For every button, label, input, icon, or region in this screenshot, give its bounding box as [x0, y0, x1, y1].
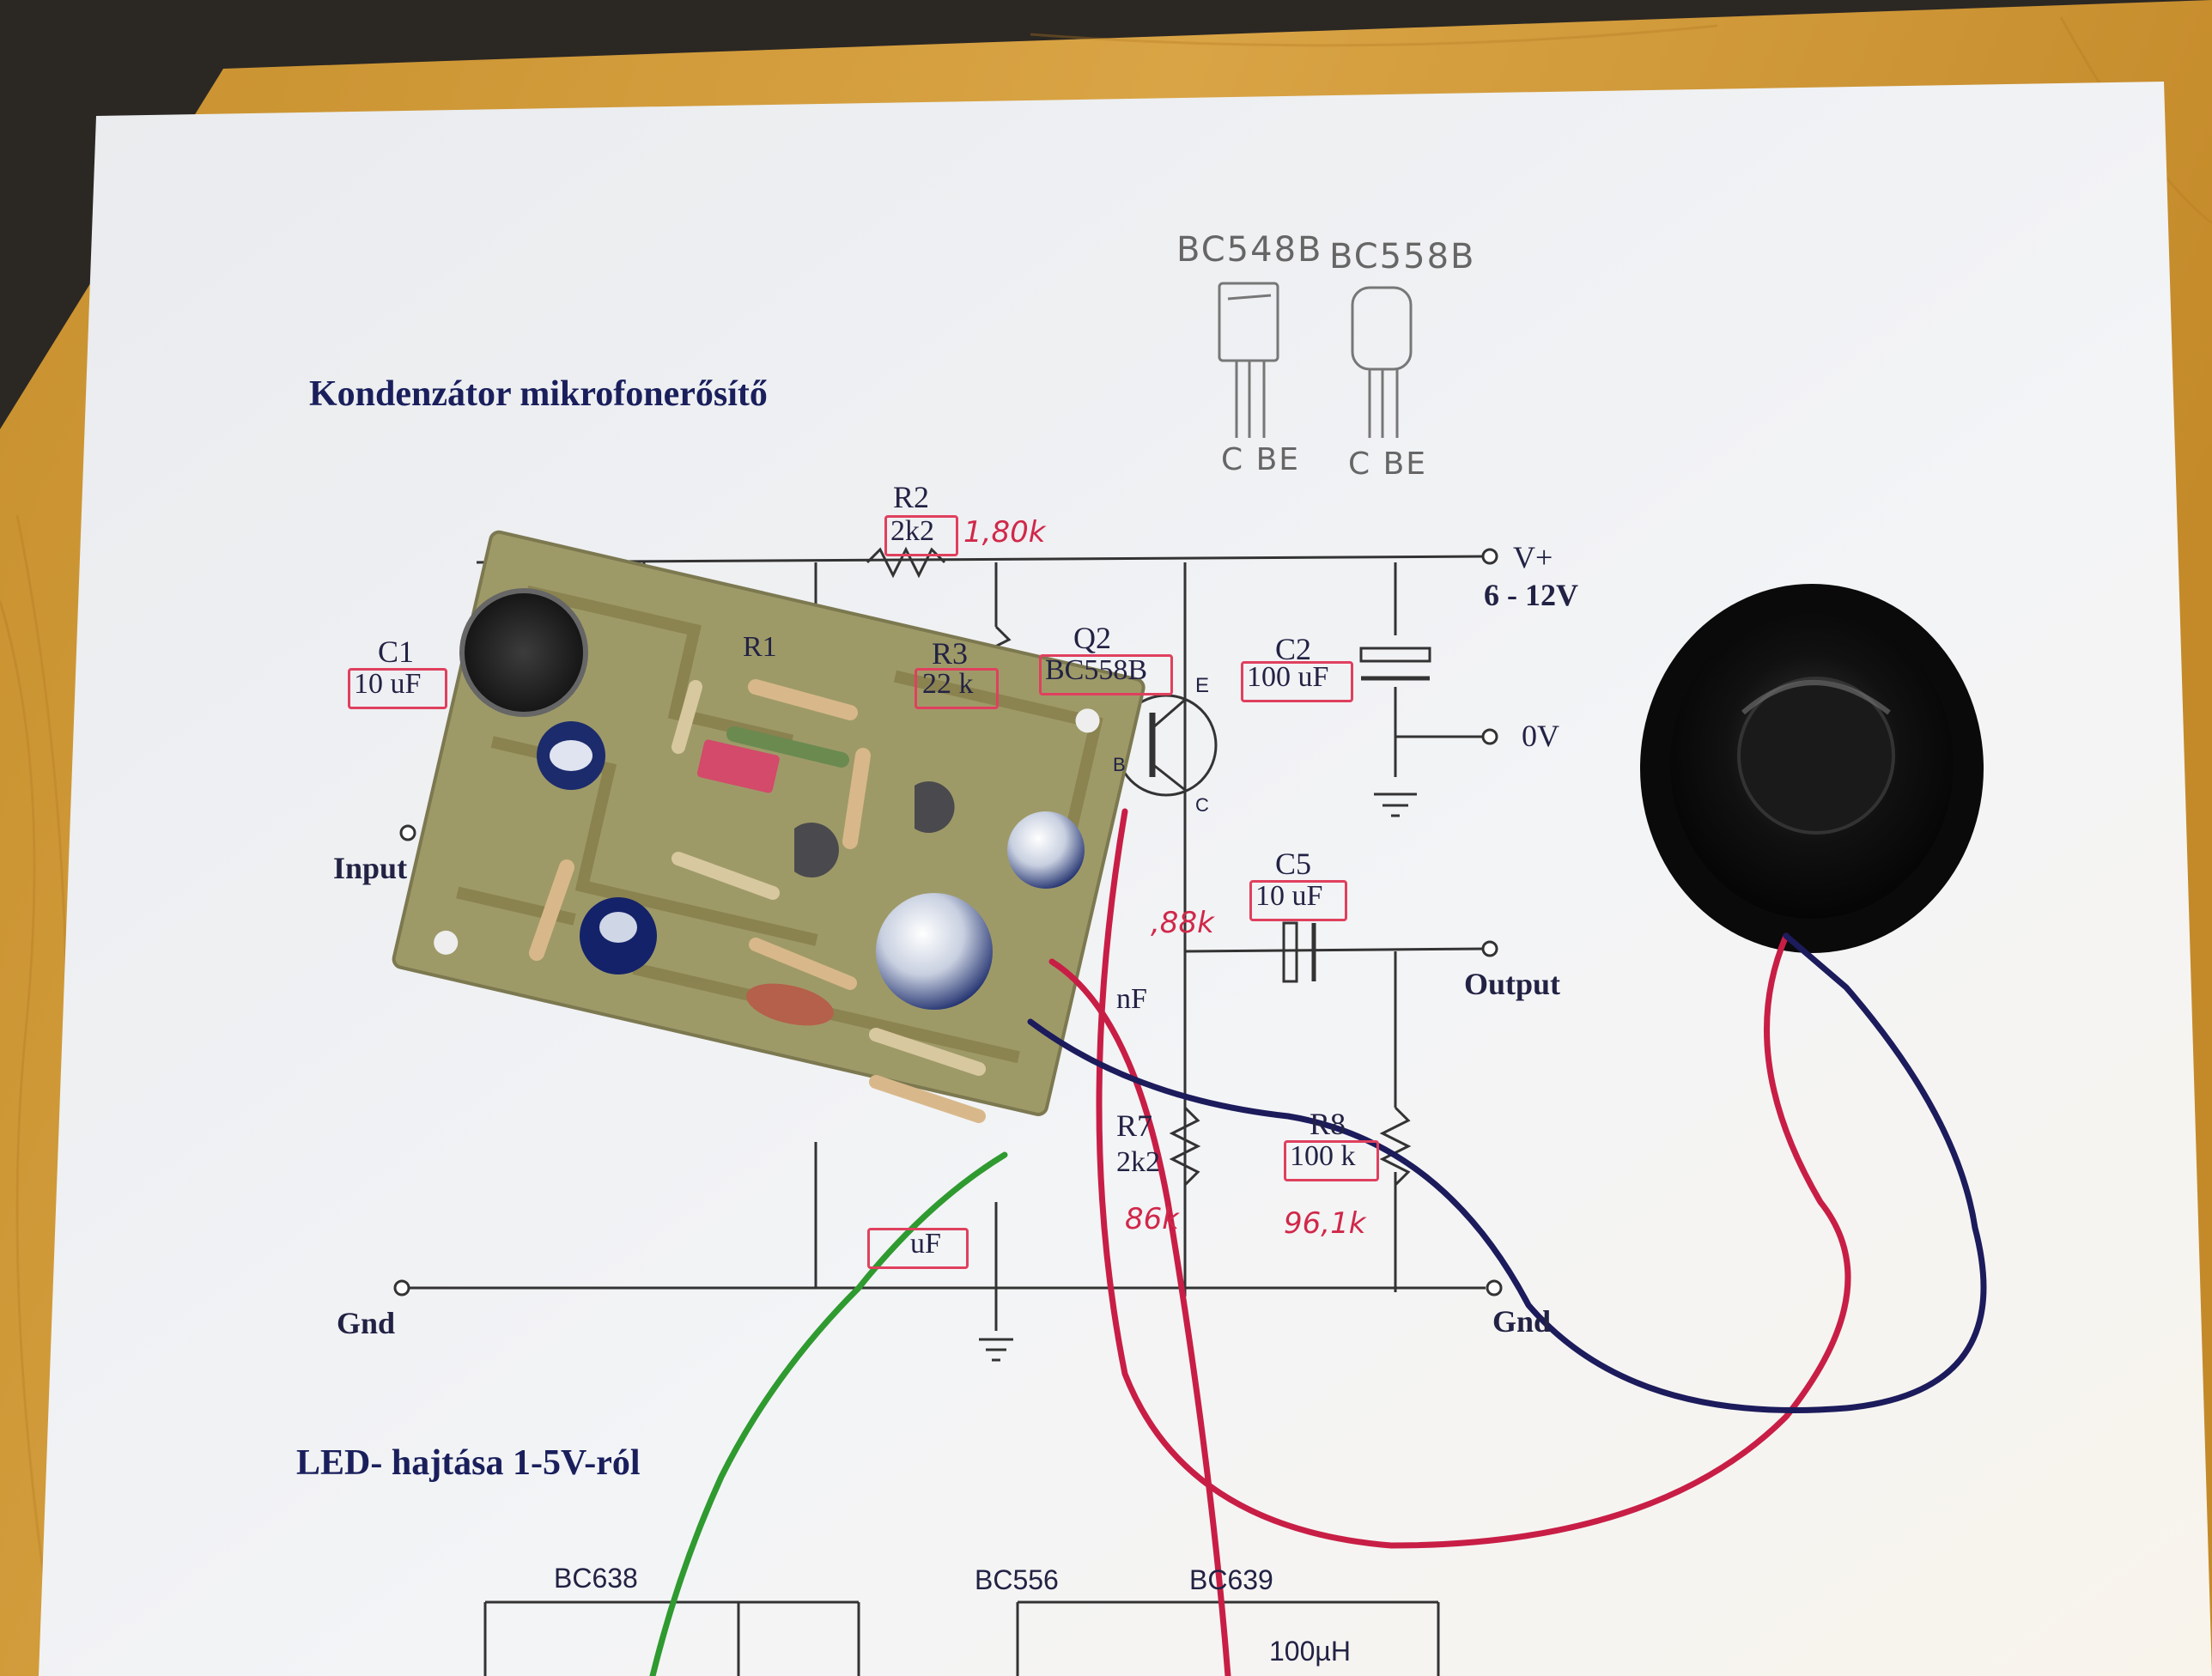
note-left-pins: C BE [1221, 442, 1301, 477]
label-gnd-left: Gnd [337, 1306, 396, 1340]
pcb-ceramic-capacitor [746, 983, 834, 1026]
label-q2: Q2 [1073, 621, 1111, 655]
red-wire-short [1048, 958, 1231, 1676]
label-r8-measured: 96,1k [1284, 1206, 1366, 1241]
label-c1: C1 [378, 635, 415, 669]
label-q2-emitter: E [1195, 674, 1210, 697]
label-input: Input [333, 851, 408, 885]
pcb-resistors [529, 679, 986, 1123]
label-gnd-right: Gnd [1492, 1304, 1552, 1339]
box-q2 [1039, 654, 1173, 695]
label-measured-mid: ,88k [1151, 906, 1214, 940]
label-vrange: 6 - 12V [1484, 578, 1578, 612]
label-c5: C5 [1275, 847, 1312, 881]
label-c5-value: 10 uF [1255, 880, 1323, 912]
title-led-drive: LED- hajtása 1-5V-ról [296, 1443, 641, 1483]
pcb-transistors [794, 781, 955, 877]
box-r8 [1284, 1140, 1379, 1181]
electret-microphone [459, 588, 588, 717]
label-q2-value: BC558B [1045, 654, 1148, 686]
box-c3 [867, 1228, 969, 1269]
label-r2-measured: 1,80k [963, 515, 1046, 550]
label-output: Output [1464, 967, 1561, 1001]
red-wire-long [1096, 808, 1851, 1549]
pcb-film-capacitor [696, 739, 780, 793]
label-r2-value: 2k2 [890, 515, 934, 547]
label-c2-value: 100 uF [1247, 661, 1329, 693]
label-r1: R1 [743, 631, 777, 663]
label-zero-v: 0V [1522, 719, 1559, 753]
title-condenser-mic-amp: Kondenzátor mikrofonerősítő [309, 374, 768, 414]
transistor-sketches [1218, 282, 1413, 438]
label-r7-measured: 86k [1125, 1202, 1179, 1236]
pcb-capacitors [537, 721, 1085, 1010]
label-inductor: 100µH [1269, 1636, 1351, 1667]
label-r2: R2 [893, 480, 930, 514]
note-right-pins: C BE [1348, 446, 1428, 482]
capacitor-c5-symbol [1282, 921, 1316, 983]
label-nf: nF [1116, 983, 1147, 1015]
label-bc638: BC638 [554, 1563, 638, 1594]
label-r3-value: 22 k [922, 668, 974, 700]
box-c2 [1241, 661, 1353, 702]
box-c5 [1249, 880, 1347, 921]
label-c3-value: uF [910, 1228, 941, 1260]
schematic-terminals [393, 548, 1503, 1296]
wires [649, 808, 1987, 1676]
label-r3: R3 [932, 636, 969, 671]
label-bc556: BC556 [975, 1564, 1059, 1595]
capacitor-c2-symbol [1359, 647, 1431, 681]
label-r7: R7 [1116, 1108, 1153, 1143]
label-q2-base: B [1113, 754, 1126, 775]
label-vplus: V+ [1513, 540, 1553, 574]
paper-sheet [39, 82, 2212, 1676]
label-c1-value: 10 uF [354, 668, 422, 700]
box-r2 [884, 515, 958, 556]
note-bc548b: BC548B [1176, 230, 1323, 270]
box-c1 [348, 668, 447, 709]
label-r7-value: 2k2 [1116, 1146, 1160, 1178]
resistor-r2-symbol [866, 546, 946, 579]
label-c2: C2 [1275, 632, 1312, 666]
resistor-r8-symbol [1379, 1106, 1412, 1187]
schematic-wires [404, 555, 1486, 1676]
label-r8-value: 100 k [1290, 1140, 1356, 1172]
label-bc639: BC639 [1189, 1564, 1273, 1595]
green-wire [649, 1151, 1008, 1676]
label-r8: R8 [1310, 1107, 1346, 1141]
box-r3 [915, 668, 999, 709]
speaker [1640, 584, 1984, 953]
blue-wire [1027, 932, 1987, 1413]
note-bc558b: BC558B [1329, 237, 1476, 276]
label-q2-collector: C [1195, 794, 1209, 816]
resistor-r7-symbol [1169, 1106, 1201, 1187]
